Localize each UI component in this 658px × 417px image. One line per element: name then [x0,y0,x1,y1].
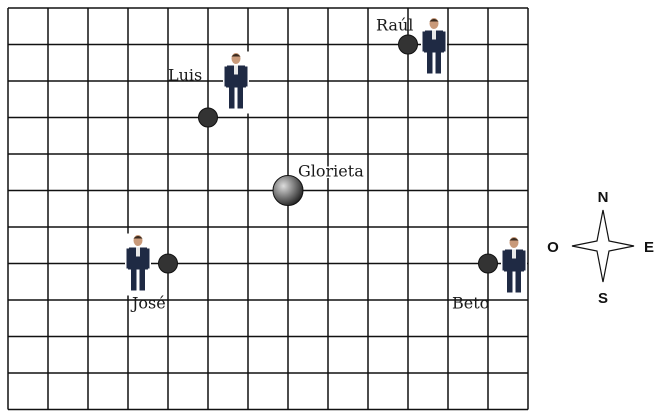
person-location-point [159,254,178,273]
person-name-label: Luis [168,66,202,85]
compass-east-label: E [644,239,654,256]
glorieta-label: Glorieta [298,162,364,181]
compass-west-label: O [547,239,559,256]
person-figure-icon [223,52,249,114]
person-beto: Beto [452,236,527,313]
compass-rose: N S E O [547,189,654,307]
person-location-point [199,108,218,127]
person-figure-icon [421,17,447,79]
person-location-point [399,35,418,54]
street-grid [8,8,528,410]
glorieta-roundabout: Glorieta [273,162,364,206]
person-figure-icon [501,236,527,298]
compass-south-label: S [598,290,608,307]
person-name-label: Beto [452,294,489,313]
person-name-label: Raúl [376,16,413,35]
person-raúl: Raúl [376,16,447,79]
person-figure-icon [125,234,151,296]
compass-rose-icon [572,210,634,282]
compass-north-label: N [598,189,609,206]
person-name-label: José [130,294,166,313]
person-location-point [479,254,498,273]
